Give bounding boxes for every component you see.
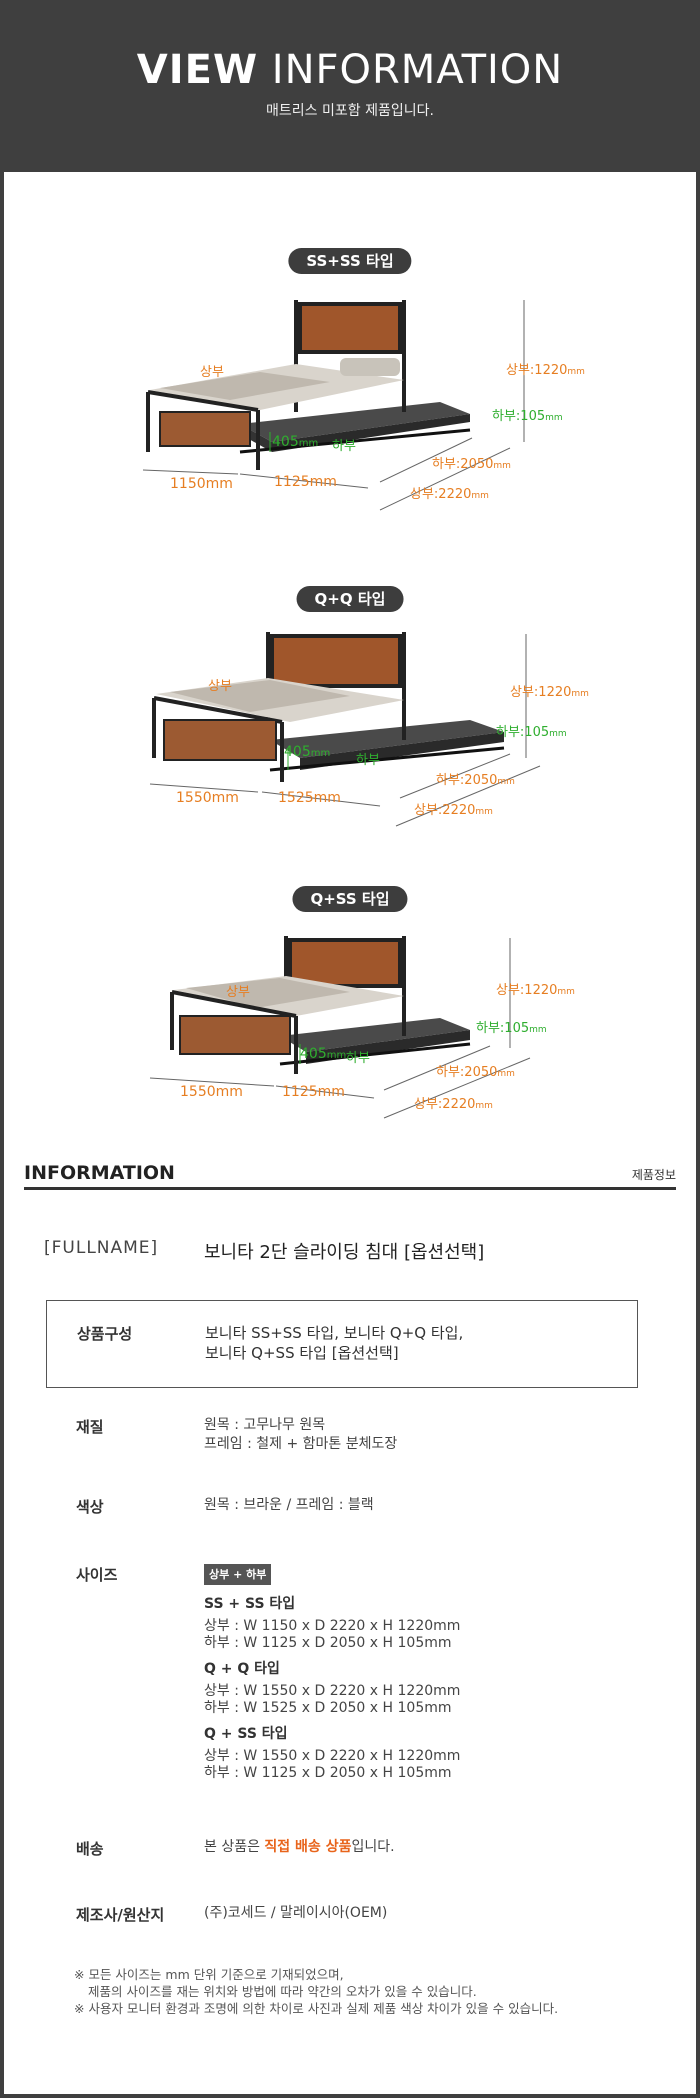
- frame-left: [0, 0, 4, 2098]
- composition-line: 보니타 Q+SS 타입 [옵션선택]: [205, 1344, 399, 1362]
- note-line: ※ 모든 사이즈는 mm 단위 기준으로 기재되었으며,: [74, 1967, 344, 1982]
- dim-lower-height: 405mm: [272, 434, 318, 450]
- upper-tag: 상부: [200, 365, 224, 380]
- dim-depth-lower: 하부:2050mm: [436, 773, 515, 788]
- size-title: SS + SS 타입: [204, 1596, 296, 1612]
- dim-lower-height: 405mm: [284, 744, 330, 760]
- material-line: 원목 : 고무나무 원목: [204, 1417, 326, 1433]
- dim-depth-lower: 하부:2050mm: [432, 457, 511, 472]
- dim-width-lower: 1125mm: [274, 474, 337, 490]
- size-line: 하부 : W 1525 x D 2050 x H 105mm: [204, 1700, 452, 1716]
- size-key: 사이즈: [76, 1566, 118, 1584]
- dim-depth-lower: 하부:2050mm: [436, 1065, 515, 1080]
- fullname-value: 보니타 2단 슬라이딩 침대 [옵션선택]: [204, 1242, 485, 1263]
- delivery-text: 본 상품은: [204, 1839, 265, 1855]
- size-line: 상부 : W 1550 x D 2220 x H 1220mm: [204, 1683, 461, 1699]
- composition-value: 보니타 SS+SS 타입, 보니타 Q+Q 타입, 보니타 Q+SS 타입 [옵…: [205, 1323, 625, 1363]
- fullname-key: [FULLNAME]: [44, 1238, 159, 1258]
- composition-line: 보니타 SS+SS 타입, 보니타 Q+Q 타입,: [205, 1324, 464, 1342]
- bed-diagram-q-ss: 상부 하부 405mm 1550mm 1125mm 상부:1220mm 하부:1…: [149, 936, 575, 1119]
- dim-lower-height: 405mm: [300, 1046, 346, 1062]
- frame-bottom: [0, 2094, 700, 2098]
- size-line: 상부 : W 1150 x D 2220 x H 1220mm: [204, 1618, 461, 1634]
- dim-height-lower: 하부:105mm: [476, 1021, 547, 1036]
- dim-height-upper: 상부:1220mm: [510, 685, 589, 700]
- page-subtitle: 매트리스 미포함 제품입니다.: [266, 103, 434, 119]
- dim-height-lower: 하부:105mm: [492, 409, 563, 424]
- size-line: 상부 : W 1550 x D 2220 x H 1220mm: [204, 1748, 461, 1764]
- color-value: 원목 : 브라운 / 프레임 : 블랙: [204, 1497, 374, 1513]
- upper-tag: 상부: [208, 679, 232, 694]
- dim-height-upper: 상부:1220mm: [506, 363, 585, 378]
- dim-width-upper: 1550mm: [180, 1084, 243, 1100]
- size-title: Q + Q 타입: [204, 1661, 280, 1677]
- title-bold: VIEW: [136, 47, 259, 93]
- dim-depth-upper: 상부:2220mm: [410, 487, 489, 502]
- upper-tag: 상부: [226, 985, 250, 1000]
- note-line: ※ 사용자 모니터 환경과 조명에 의한 차이로 사진과 실제 제품 색상 차이…: [74, 2001, 559, 2016]
- information-title: INFORMATION: [24, 1162, 175, 1184]
- size-line: 하부 : W 1125 x D 2050 x H 105mm: [204, 1765, 452, 1781]
- dim-width-upper: 1150mm: [170, 476, 233, 492]
- delivery-highlight: 직접 배송 상품: [264, 1839, 352, 1855]
- dim-width-lower: 1125mm: [282, 1084, 345, 1100]
- lower-tag: 하부: [356, 753, 380, 768]
- dim-depth-upper: 상부:2220mm: [414, 1097, 493, 1112]
- page-title: VIEW INFORMATION: [0, 48, 700, 92]
- maker-key: 제조사/원산지: [76, 1906, 165, 1924]
- information-header: INFORMATION 제품정보: [24, 1160, 676, 1190]
- material-line: 프레임 : 철제 + 함마톤 분체도장: [204, 1436, 398, 1452]
- size-block: Q + Q 타입 상부 : W 1550 x D 2220 x H 1220mm…: [204, 1660, 664, 1717]
- size-line: 하부 : W 1125 x D 2050 x H 105mm: [204, 1635, 452, 1651]
- delivery-text: 입니다.: [351, 1839, 395, 1855]
- variant-label: Q+Q 타입: [296, 586, 404, 612]
- size-title: Q + SS 타입: [204, 1726, 288, 1742]
- dim-height-lower: 하부:105mm: [496, 725, 567, 740]
- lower-tag: 하부: [332, 439, 356, 454]
- dim-width-lower: 1525mm: [278, 790, 341, 806]
- dim-width-upper: 1550mm: [176, 790, 239, 806]
- delivery-value: 본 상품은 직접 배송 상품입니다.: [204, 1838, 664, 1857]
- delivery-key: 배송: [76, 1840, 104, 1858]
- size-block: Q + SS 타입 상부 : W 1550 x D 2220 x H 1220m…: [204, 1725, 664, 1782]
- frame-right: [696, 0, 700, 2098]
- dim-depth-upper: 상부:2220mm: [414, 803, 493, 818]
- lower-tag: 하부: [346, 1051, 370, 1066]
- size-block: SS + SS 타입 상부 : W 1150 x D 2220 x H 1220…: [204, 1595, 664, 1652]
- size-value: 상부 + 하부 SS + SS 타입 상부 : W 1150 x D 2220 …: [204, 1564, 664, 1790]
- bed-diagram-q-q: 상부 하부 405mm 1550mm 1525mm 상부:1220mm 하부:1…: [149, 632, 589, 827]
- notes: ※ 모든 사이즈는 mm 단위 기준으로 기재되었으며, 제품의 사이즈를 재는…: [74, 1966, 674, 2017]
- composition-box: 상품구성 보니타 SS+SS 타입, 보니타 Q+Q 타입, 보니타 Q+SS …: [46, 1300, 638, 1388]
- dim-height-upper: 상부:1220mm: [496, 983, 575, 998]
- composition-key: 상품구성: [77, 1325, 133, 1343]
- maker-value: (주)코세드 / 말레이시아(OEM): [204, 1905, 388, 1921]
- page-header: VIEW INFORMATION 매트리스 미포함 제품입니다.: [0, 0, 700, 172]
- information-right-label: 제품정보: [631, 1168, 676, 1182]
- bed-diagram-ss-ss: 상부 하부 405mm 1150mm 1125mm 상부:1220mm 하부:1…: [142, 300, 585, 511]
- size-badge: 상부 + 하부: [204, 1564, 272, 1585]
- color-key: 색상: [76, 1498, 104, 1516]
- note-line: 제품의 사이즈를 재는 위치와 방법에 따라 약간의 오차가 있을 수 있습니다…: [88, 1984, 477, 1999]
- variant-label: SS+SS 타입: [288, 248, 412, 274]
- title-light: INFORMATION: [271, 47, 564, 93]
- material-value: 원목 : 고무나무 원목 프레임 : 철제 + 함마톤 분체도장: [204, 1416, 664, 1454]
- material-key: 재질: [76, 1418, 104, 1436]
- variant-label: Q+SS 타입: [292, 886, 408, 912]
